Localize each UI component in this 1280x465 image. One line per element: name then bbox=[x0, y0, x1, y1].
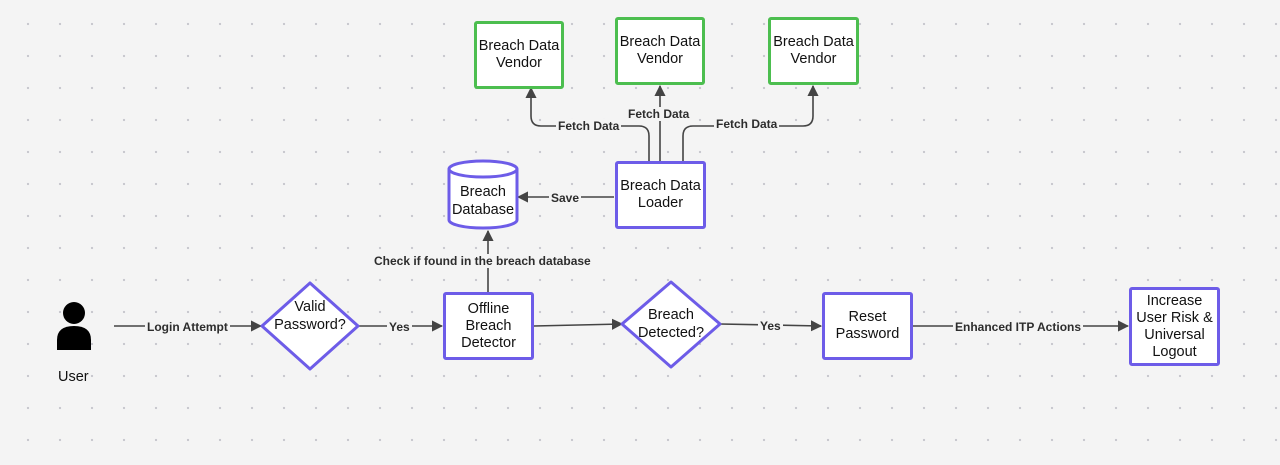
yes-label-1: Yes bbox=[387, 320, 412, 334]
increase-user-risk: Increase User Risk & Universal Logout bbox=[1129, 287, 1220, 366]
reset-password: Reset Password bbox=[822, 292, 913, 360]
user-label: User bbox=[58, 369, 89, 385]
save-label: Save bbox=[549, 191, 582, 205]
breach-database-label: Breach Database bbox=[451, 184, 515, 218]
check-breach-db-label: Check if found in the breach database bbox=[372, 254, 593, 268]
valid-password-diamond bbox=[260, 281, 360, 371]
vendor-2-label: Breach Data Vendor bbox=[619, 34, 701, 67]
increase-user-risk-label: Increase User Risk & Universal Logout bbox=[1136, 292, 1213, 360]
breach-data-loader-label: Breach Data Loader bbox=[620, 178, 701, 211]
breach-data-vendor-1: Breach Data Vendor bbox=[474, 21, 564, 89]
vendor-1-label: Breach Data Vendor bbox=[478, 38, 560, 71]
breach-detected-diamond bbox=[620, 280, 722, 369]
yes-label-2: Yes bbox=[758, 319, 783, 333]
enhanced-itp-label: Enhanced ITP Actions bbox=[953, 320, 1084, 334]
breach-data-vendor-3: Breach Data Vendor bbox=[768, 17, 859, 85]
edge-detector-to-decision bbox=[533, 318, 624, 330]
breach-data-vendor-2: Breach Data Vendor bbox=[615, 17, 705, 85]
valid-password-label: Valid Password? bbox=[274, 299, 346, 333]
person-icon bbox=[57, 302, 91, 350]
offline-breach-detector-label: Offline Breach Detector bbox=[461, 300, 516, 351]
fetch-data-label-1: Fetch Data bbox=[556, 119, 622, 133]
breach-detected-label: Breach Detected? bbox=[637, 307, 705, 341]
offline-breach-detector: Offline Breach Detector bbox=[443, 292, 534, 360]
login-attempt-label: Login Attempt bbox=[145, 320, 230, 334]
breach-data-loader: Breach Data Loader bbox=[615, 161, 706, 229]
reset-password-label: Reset Password bbox=[835, 309, 900, 342]
fetch-data-label-2: Fetch Data bbox=[626, 107, 692, 121]
breach-database-cylinder bbox=[447, 159, 519, 230]
fetch-data-label-3: Fetch Data bbox=[714, 117, 780, 131]
vendor-3-label: Breach Data Vendor bbox=[773, 34, 854, 67]
